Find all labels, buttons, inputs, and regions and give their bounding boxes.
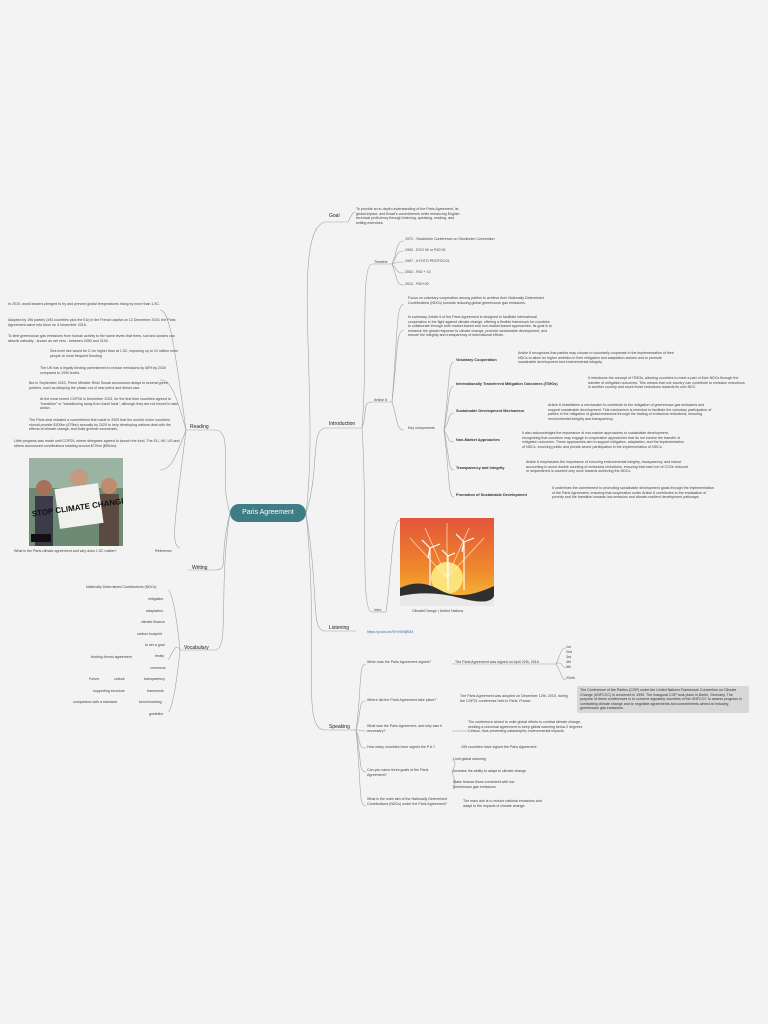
listening-label[interactable]: Listening xyxy=(329,625,350,631)
answer: 195 countries have signed the Paris Agre… xyxy=(461,745,537,749)
question[interactable]: What is the main aim of the Nationally D… xyxy=(367,797,447,806)
component-desc: It also acknowledges the importance of n… xyxy=(522,431,684,449)
reading-item: Sea level rise would be 0.1m higher than… xyxy=(50,349,179,358)
reading-item: Little progress was made until COP29, wh… xyxy=(14,439,180,448)
component-name[interactable]: Transparency and Integrity xyxy=(456,466,505,470)
question[interactable]: How many countries have signed the P.A.? xyxy=(367,745,436,749)
component-name[interactable]: Promotion of Sustainable Development xyxy=(456,493,527,497)
question[interactable]: What was the Paris Agreement, and why wa… xyxy=(367,724,442,733)
timeline-label[interactable]: Timeline xyxy=(374,260,388,264)
answer: The Paris Agreement was signed on April … xyxy=(455,660,539,664)
speaking-label[interactable]: Speaking xyxy=(329,724,350,730)
component-name[interactable]: Non-Market Approaches xyxy=(456,438,500,442)
component-name[interactable]: Sustainable Development Mechanism xyxy=(456,409,524,413)
reading-item: To limit greenhouse gas emissions from h… xyxy=(8,334,175,343)
component-desc: Article 6 establishes a mechanism to con… xyxy=(548,403,712,421)
component-desc: It underlines the commitment to promotin… xyxy=(552,486,715,500)
timeline-item: 2002 - RIO + 10 xyxy=(405,270,431,274)
vocab-item: commons xyxy=(150,666,166,670)
goal-text: To provide an in-depth understanding of … xyxy=(356,207,460,225)
reading-item: But in September 2023, Prime Minister Ri… xyxy=(29,381,168,390)
ordinal: 5th xyxy=(566,665,571,669)
vocab-item: mitigation xyxy=(148,597,164,601)
ordinal: 2nd xyxy=(566,650,572,654)
timeline-item: 1972 - Stockholm Conference on Stockholm… xyxy=(405,237,495,241)
answer: The main aim is to reduce national emiss… xyxy=(463,799,542,808)
article6-label[interactable]: Article 6 xyxy=(374,398,387,402)
question[interactable]: When was the Paris Agreement signed? xyxy=(367,660,431,664)
root-topic[interactable]: Paris Agreement xyxy=(230,504,306,522)
vocab-future: Future xyxy=(89,677,100,681)
reading-label[interactable]: Reading xyxy=(190,424,209,430)
vocab-item: framework xyxy=(147,689,164,693)
answer: The Paris Agreement was adopted on Decem… xyxy=(460,694,568,703)
vocab-item: benchmarking xyxy=(139,700,162,704)
timeline-item: 1997 - KYOTO PROTOCOL xyxy=(405,259,450,263)
vocab-item: Nationally Determined Contributions (NDC… xyxy=(86,585,157,589)
writing-label[interactable]: Writing xyxy=(192,565,208,571)
reading-item: At the most recent COP28 in December 202… xyxy=(40,397,179,411)
timeline-item: 2012 - RIO+20 xyxy=(405,282,429,286)
goal-item: Make finance flows consistent with low g… xyxy=(453,780,515,789)
reading-item: The UK has a legally binding commitment … xyxy=(40,366,167,375)
cop-callout: The Conference of the Parties (COP) unde… xyxy=(577,686,749,713)
vocab-item: guideline xyxy=(149,712,164,716)
article6-focus: Focus on voluntary cooperation among par… xyxy=(408,296,544,305)
goal-label[interactable]: Goal xyxy=(329,213,340,219)
vocab-item: climate finance xyxy=(141,620,165,624)
ordinal: 22nth xyxy=(566,676,575,680)
goal-item: Limit global warming xyxy=(453,757,486,761)
vocab-comparison: comparison with a standard xyxy=(73,700,117,704)
listening-link[interactable]: https://youtu.be/5YnSb9jB0l4 xyxy=(367,630,414,634)
ordinal: 1st xyxy=(566,645,571,649)
vocab-item: carbon footprint xyxy=(137,632,162,636)
ordinal: 4th xyxy=(566,660,571,664)
component-desc: Article 6 emphasizes the importance of e… xyxy=(526,460,688,474)
vocab-item: treaty xyxy=(155,654,164,658)
reference-label[interactable]: Reference xyxy=(155,549,172,553)
introduction-label[interactable]: Introduction xyxy=(329,421,356,427)
goal-item: Increase the ability to adapt to climate… xyxy=(453,769,527,773)
wind-turbines-sunset-icon xyxy=(400,518,494,606)
vocab-supporting: supporting structure xyxy=(93,689,125,693)
reading-item: In 2015, world leaders pledged to try an… xyxy=(8,302,161,306)
question[interactable]: Where did the Paris Agreement take place… xyxy=(367,698,437,702)
reading-item: The Paris deal restated a commitment fir… xyxy=(29,418,171,432)
vocab-binding: binding formal agreement xyxy=(91,655,132,659)
question[interactable]: Can you name three goals of the Paris Ag… xyxy=(367,768,429,777)
component-name[interactable]: Internationally Transferred Mitigation O… xyxy=(456,382,558,386)
climate-change-image[interactable] xyxy=(400,518,494,606)
component-name[interactable]: Voluntary Cooperation xyxy=(456,358,497,362)
vocabulary-label[interactable]: Vocabulary xyxy=(184,645,209,651)
vocab-item: to set a goal xyxy=(145,643,165,647)
image-caption: ClimateChange | United Nations xyxy=(412,609,464,613)
answer: The conference aimed to unite global eff… xyxy=(468,720,583,734)
article6-summary: In summary, Article 6 of the Paris Agree… xyxy=(408,315,552,338)
vocab-item: adaptation xyxy=(146,609,163,613)
timeline-item: 1992 - ECO 92 or RIO 92 xyxy=(405,248,446,252)
component-desc: Article 6 recognizes that parties may ch… xyxy=(518,351,674,365)
ordinal: 3rd xyxy=(566,655,572,659)
reading-image-title: What is the Paris climate agreement and … xyxy=(14,549,117,553)
protest-image[interactable]: STOP CLIMATE CHANGE xyxy=(29,458,123,546)
intro-label[interactable]: Intro xyxy=(374,608,382,612)
component-desc: It introduces the concept of ITMOs, allo… xyxy=(588,376,745,390)
vocab-item: transparency xyxy=(144,677,165,681)
key-components-label[interactable]: Key components xyxy=(408,426,435,430)
reading-item: Adopted by 196 parties (193 countries pl… xyxy=(8,318,176,327)
protest-photo-icon: STOP CLIMATE CHANGE xyxy=(29,458,123,546)
vocab-culture: culture xyxy=(114,677,125,681)
